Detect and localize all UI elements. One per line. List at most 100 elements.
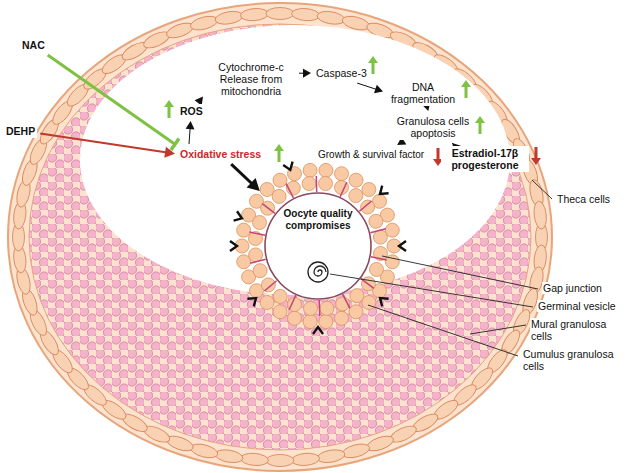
cumulus-cell: [288, 311, 302, 325]
cumulus-cell: [362, 183, 376, 197]
cumulus-cell: [302, 177, 316, 191]
arrowhead: [164, 147, 175, 158]
cumulus-cell: [361, 277, 375, 291]
oocyte-fill: [264, 192, 372, 300]
connector-line: [48, 55, 175, 144]
theca-cell: [189, 14, 219, 33]
oocyte-circle: Oocyte quality compromises: [264, 192, 372, 300]
connector-line: [40, 133, 167, 152]
arrowhead: [374, 85, 383, 94]
gap-junction-line: [371, 257, 387, 260]
gap-junction-line: [286, 184, 293, 198]
cumulus-cell: [260, 296, 274, 310]
cumulus-cell: [253, 264, 267, 278]
increase-arrow: [461, 80, 471, 98]
leader-line: [532, 180, 552, 199]
flow-connector: [357, 83, 383, 93]
theca-cell: [291, 7, 320, 21]
part-label: Cumulus granulosa cells: [522, 348, 628, 372]
node-text: Oxidative stress: [180, 148, 261, 160]
leader-lines: [330, 180, 552, 356]
cumulus-cell: [349, 305, 363, 319]
inward-arrow: [399, 241, 406, 251]
increase-arrow: [274, 144, 284, 162]
arrowhead: [247, 178, 260, 191]
inward-arrow: [230, 241, 237, 251]
theca-cell: [189, 442, 219, 461]
leader-line: [368, 305, 518, 356]
theca-cell: [316, 10, 346, 27]
theca-cell: [214, 448, 244, 465]
connector-line: [357, 83, 377, 89]
flow-connector: [299, 69, 311, 78]
node-text: Caspase-3: [316, 67, 367, 79]
flow-connector: [48, 55, 179, 150]
hormone-text: Estradiol-17β progesterone: [441, 146, 529, 172]
arrowhead: [303, 69, 311, 78]
gap-junction-line: [262, 204, 275, 214]
cumulus-cell: [361, 200, 375, 214]
cumulus-cell: [261, 278, 275, 292]
gap-junction-line: [370, 229, 386, 233]
process-text: Granulosa cells apoptosis: [393, 114, 473, 140]
theca-cell: [266, 8, 294, 20]
flow-connector: [231, 164, 260, 191]
gap-junction-line: [359, 201, 371, 211]
cumulus-cell: [249, 248, 263, 262]
follicle-outline: [8, 3, 552, 471]
cumulus-cell: [350, 289, 364, 303]
theca-cell: [533, 201, 548, 230]
node-text: ROS: [180, 105, 203, 117]
cumulus-cell: [335, 311, 349, 325]
cumulus-cell: [273, 173, 287, 187]
process-text: DNA fragmentation: [386, 80, 460, 106]
leader-line: [382, 256, 538, 289]
node-text: Oocyte quality compromises: [276, 208, 360, 231]
theca-cell: [291, 452, 320, 466]
granulosa-layer: [29, 24, 531, 450]
inhibitor-label: NAC: [20, 38, 47, 52]
leader-line: [470, 325, 526, 334]
cumulus-cell: [273, 289, 287, 303]
inward-arrow: [380, 298, 389, 306]
theca-cell: [341, 442, 371, 461]
theca-cell: [240, 452, 269, 466]
node-text: DNA fragmentation: [388, 81, 458, 105]
cumulus-cell: [303, 315, 317, 329]
process-text: Caspase-3: [314, 66, 369, 80]
part-label: Mural granulosa cells: [530, 318, 628, 342]
cumulus-cell: [237, 223, 251, 237]
flow-connector: [40, 133, 175, 157]
gap-junction-line: [264, 281, 276, 291]
arrowhead: [186, 121, 195, 129]
inward-arrow: [234, 211, 242, 220]
theca-cell: [316, 448, 346, 465]
cumulus-cell: [335, 167, 349, 181]
inward-arrow: [313, 327, 323, 334]
connector-line: [231, 164, 253, 184]
theca-layer: [12, 7, 547, 466]
process-text: Cytochrome-c Release from mitochondria: [206, 60, 296, 98]
gap-junction-line: [250, 259, 266, 263]
cumulus-cell: [370, 263, 384, 277]
cumulus-cell: [303, 163, 317, 177]
cumulus-cell: [272, 189, 286, 203]
theca-cell: [266, 455, 294, 467]
node-text: Estradiol-17β progesterone: [443, 147, 527, 171]
cumulus-cell: [369, 214, 383, 228]
node-text: DEHP: [6, 125, 35, 137]
gap-junction-line: [319, 300, 321, 316]
cumulus-cell: [253, 216, 267, 230]
cumulus-cell: [273, 305, 287, 319]
process-text: ROS: [178, 104, 205, 118]
theca-cell: [240, 7, 269, 21]
gap-junction-line: [249, 232, 265, 235]
node-text: Growth & survival factor: [318, 149, 424, 161]
inward-arrows: [230, 162, 406, 334]
process-text: Growth & survival factor: [316, 148, 426, 162]
cumulus-cell: [319, 163, 333, 177]
inward-arrow: [283, 162, 292, 170]
cumulus-cell: [319, 177, 333, 191]
increase-arrow: [164, 100, 174, 118]
process-text: Oxidative stress: [178, 147, 263, 161]
